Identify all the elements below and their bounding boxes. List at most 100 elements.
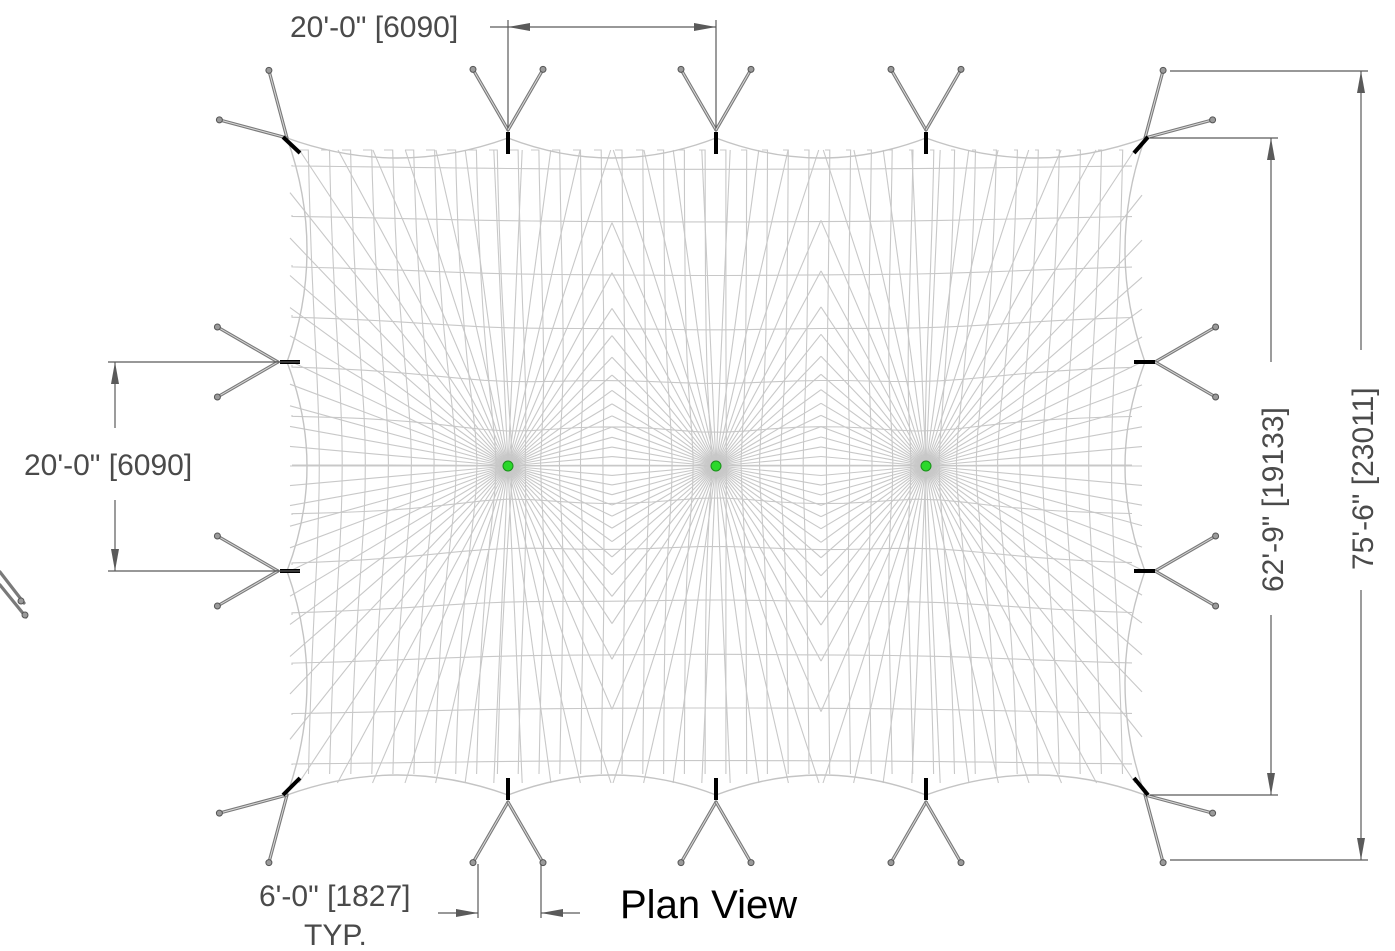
corner-tieback-core: [268, 70, 288, 139]
anchor-offset-note: TYP.: [304, 919, 367, 951]
anchor-point: [1212, 532, 1220, 540]
mesh-radial: [820, 414, 927, 467]
anchor-point: [1212, 602, 1220, 610]
mesh-radial: [715, 333, 822, 467]
mesh-radial: [925, 465, 1143, 506]
mesh-radial: [925, 384, 1143, 467]
mesh-radial: [289, 445, 509, 467]
mesh-fill: [1065, 149, 1081, 775]
corner-tieback-core: [219, 794, 288, 814]
anchor-point: [215, 116, 223, 124]
mast-top: [920, 460, 932, 472]
corner-plate: [1132, 135, 1150, 155]
left-spacing-dimension: 20'-0" [6090]: [24, 361, 300, 572]
mesh-radial: [611, 465, 717, 576]
mesh-warp: [291, 265, 1133, 277]
right-edge: [1124, 361, 1146, 572]
offsheet-cable-fragment: [0, 570, 29, 619]
mesh-radial: [882, 149, 927, 467]
mesh-fill: [1088, 149, 1103, 775]
mesh-radial: [464, 149, 509, 467]
mesh-fill: [699, 149, 713, 775]
mesh-radial: [507, 465, 523, 784]
mesh-radial: [715, 465, 822, 599]
mesh-warp: [291, 497, 1133, 515]
mesh-radial: [611, 465, 717, 660]
anchor-point: [213, 323, 221, 331]
mesh-radial: [337, 149, 509, 467]
mesh-fill: [924, 149, 935, 775]
top-tieback-core: [890, 69, 927, 131]
mesh-radial: [820, 465, 927, 496]
mesh-radial: [820, 402, 927, 467]
mesh-radial: [435, 465, 509, 784]
anchor-point: [1209, 809, 1217, 817]
anchor-point: [1209, 116, 1217, 124]
left-tieback-core: [217, 361, 279, 398]
mesh-radial: [289, 335, 509, 467]
overall-height-dimension: 75'-6" [23011]: [1170, 70, 1380, 861]
mesh-radial: [611, 222, 717, 467]
bottom-edge: [286, 774, 509, 796]
mesh-radial: [925, 465, 1098, 784]
bottom-edge: [925, 774, 1146, 796]
right-tieback-core: [1154, 570, 1216, 607]
mesh-radial: [715, 306, 822, 467]
mesh-radial: [493, 149, 509, 467]
mesh-radial: [715, 465, 822, 559]
top-spacing-label: 20'-0" [6090]: [290, 11, 458, 44]
mesh-fill: [1019, 149, 1039, 775]
mesh-radial: [611, 456, 717, 467]
right-tieback-core: [1154, 535, 1216, 572]
anchor-point: [887, 859, 895, 867]
mesh-radial: [289, 383, 509, 467]
bottom-tieback-core: [715, 801, 752, 863]
mesh-radial: [507, 149, 612, 467]
mesh-fill: [1042, 149, 1060, 775]
mesh-fill: [552, 149, 564, 775]
mesh-radial: [820, 373, 927, 467]
mesh-radial: [925, 149, 999, 467]
mesh-radial: [289, 425, 509, 467]
mesh-radial: [925, 276, 1143, 467]
corner-tieback-core: [268, 794, 288, 863]
anchor-point: [1212, 323, 1220, 331]
bottom-tieback-core: [890, 801, 927, 863]
mesh-radial: [715, 465, 822, 518]
mesh-fill: [447, 149, 478, 775]
mesh-radial: [289, 192, 509, 467]
left-tieback-core: [217, 326, 279, 363]
bottom-tieback-core: [472, 801, 509, 863]
mesh-fill: [510, 149, 527, 775]
mesh-radial: [925, 465, 1143, 486]
anchor-point: [677, 65, 685, 73]
mesh-radial: [715, 465, 822, 662]
mesh-fill: [907, 149, 914, 775]
mesh-radial: [820, 465, 927, 559]
mesh-radial: [611, 403, 717, 467]
mesh-fill: [342, 149, 366, 775]
anchor-point: [265, 66, 273, 74]
mesh-radial: [925, 194, 1143, 467]
anchor-point: [469, 859, 477, 867]
mesh-radial: [701, 465, 717, 784]
mesh-radial: [289, 465, 509, 597]
mesh-radial: [925, 361, 1143, 467]
right-tieback-core: [1154, 326, 1216, 363]
bottom-edge: [507, 774, 717, 796]
mesh-fill: [384, 149, 412, 775]
mesh-radial: [289, 405, 509, 467]
mesh-fill: [720, 149, 727, 774]
tie-back-cables: [213, 65, 1220, 867]
mesh-radial: [715, 465, 822, 626]
mesh-radial: [611, 356, 717, 467]
mesh-radial: [289, 465, 509, 487]
mesh-radial: [611, 465, 717, 496]
anchor-point: [213, 602, 221, 610]
mesh-radial: [715, 465, 760, 784]
mesh-radial: [820, 465, 927, 543]
mesh-radial: [820, 270, 927, 467]
mesh-radial: [611, 465, 717, 543]
mesh-radial: [643, 149, 717, 467]
mesh-radial: [289, 275, 509, 467]
